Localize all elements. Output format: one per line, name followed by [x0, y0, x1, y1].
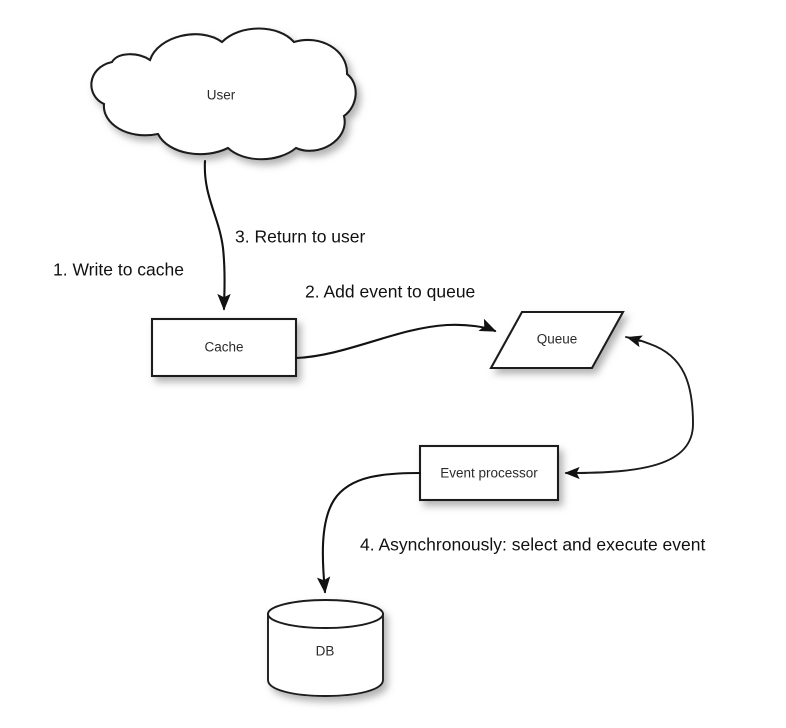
step-label-3: 3. Return to user: [235, 227, 366, 247]
node-queue[interactable]: [489, 310, 625, 370]
node-user[interactable]: [90, 27, 357, 161]
edge-processor-to-db[interactable]: [316, 471, 422, 594]
step-label-2: 2. Add event to queue: [305, 282, 475, 302]
step-label-1: 1. Write to cache: [53, 260, 184, 280]
node-db-label: DB: [316, 644, 335, 659]
node-user-label: User: [207, 88, 236, 103]
edge-user-to-cache[interactable]: [203, 159, 231, 311]
node-event-processor[interactable]: [418, 444, 560, 502]
edge-queue-return-arrowhead: [626, 335, 643, 348]
node-queue-label: Queue: [537, 332, 578, 347]
node-event-processor-label: Event processor: [440, 466, 538, 481]
node-cache[interactable]: [150, 317, 298, 378]
edge-cache-to-queue[interactable]: [294, 318, 497, 360]
node-cache-label: Cache: [204, 340, 243, 355]
node-db[interactable]: [267, 599, 384, 697]
step-label-4: 4. Asynchronously: select and execute ev…: [360, 535, 705, 555]
